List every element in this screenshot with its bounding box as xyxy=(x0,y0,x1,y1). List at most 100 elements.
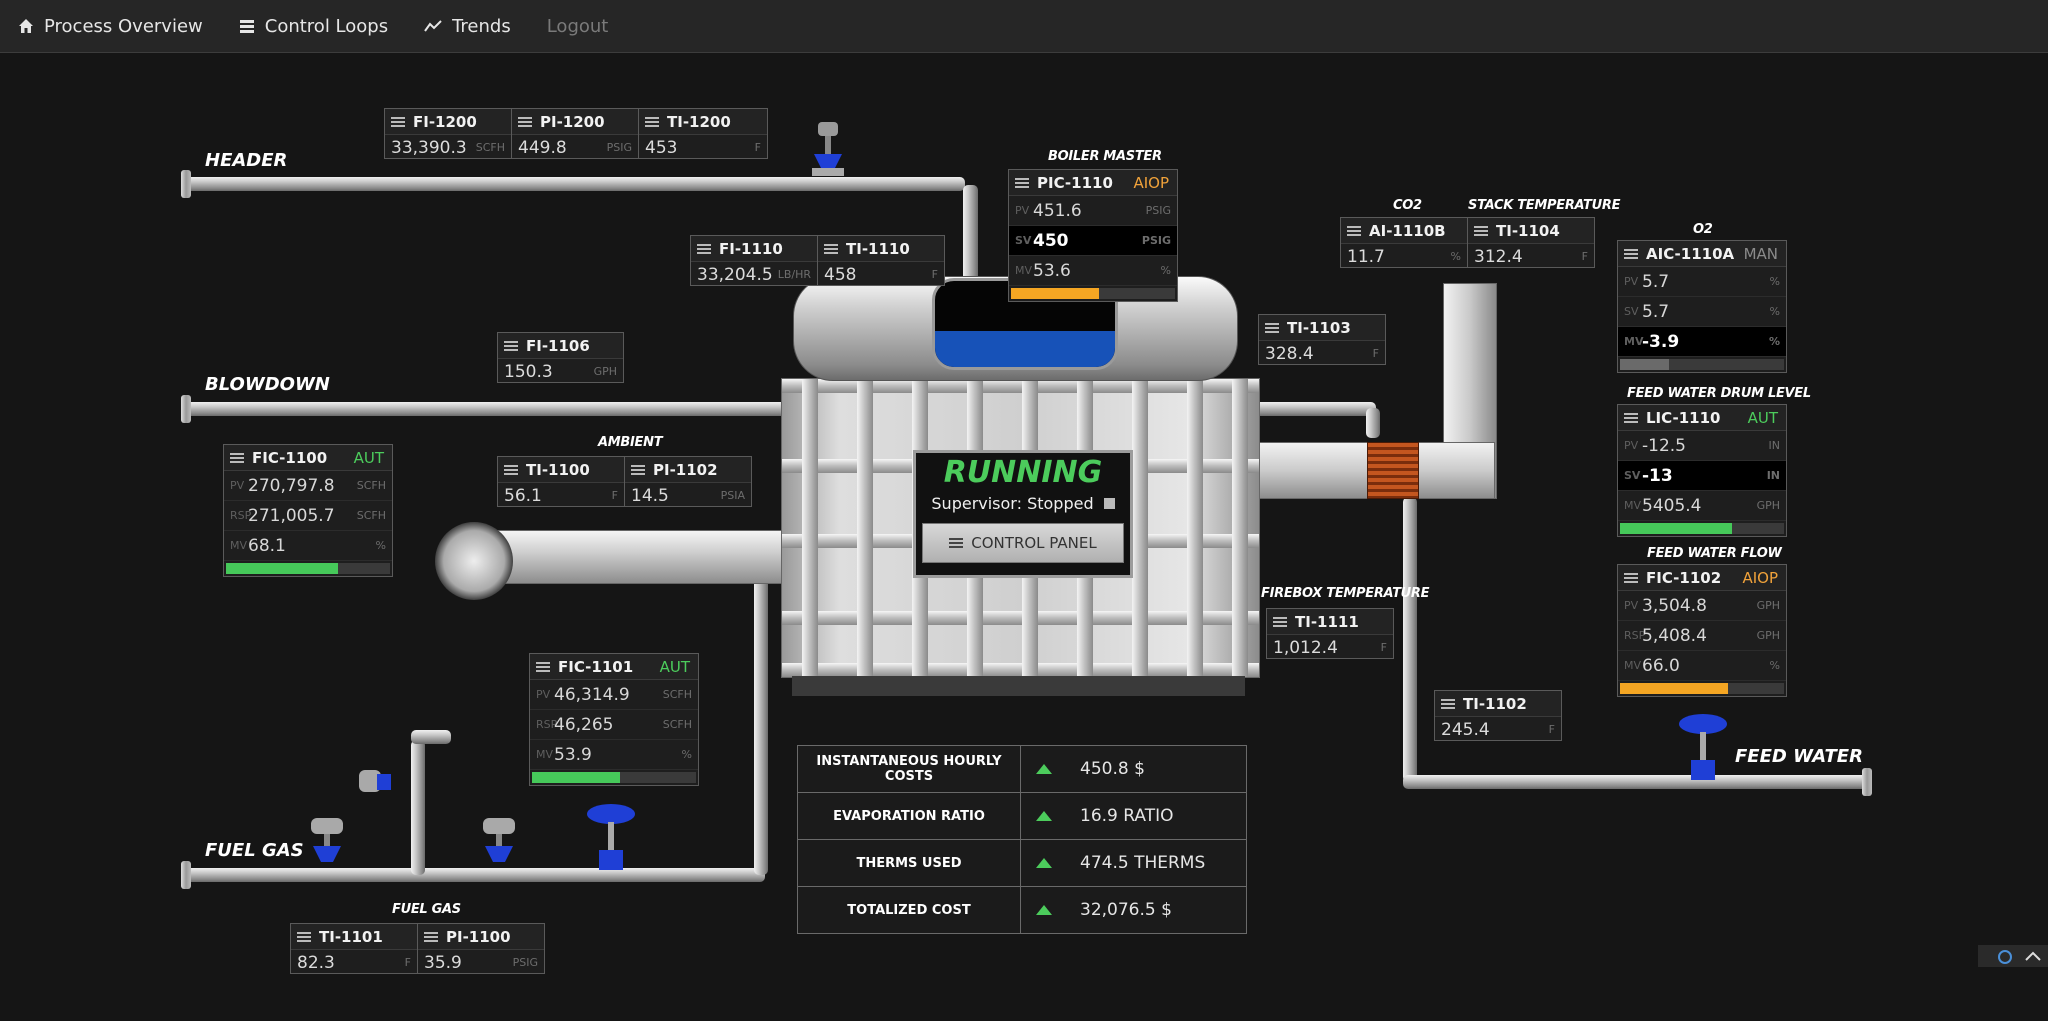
blower-fan xyxy=(435,522,513,600)
nav-control-loops[interactable]: Control Loops xyxy=(239,16,388,37)
menu-icon xyxy=(424,931,438,942)
tag-name: AI-1110B xyxy=(1369,221,1446,240)
mv-value: 68.1 xyxy=(248,535,286,556)
furnace-rib xyxy=(802,379,818,677)
tag-value: 150.3 xyxy=(504,361,553,382)
tag-value: 35.9 xyxy=(424,952,462,973)
cost-row: THERMS USED 474.5 THERMS xyxy=(797,839,1247,887)
tag-name: FI-1110 xyxy=(719,239,783,258)
tag-unit: F xyxy=(1548,723,1555,736)
tag-ai-1110b[interactable]: AI-1110B 11.7% xyxy=(1340,217,1468,268)
menu-icon xyxy=(1347,225,1361,236)
furnace-rib xyxy=(1232,379,1248,677)
cost-value-cell: 16.9 RATIO xyxy=(1020,792,1247,840)
pv-unit: SCFH xyxy=(356,479,386,492)
furnace-rib xyxy=(1132,379,1148,677)
tag-unit: F xyxy=(931,268,938,281)
tag-name: TI-1110 xyxy=(846,239,910,258)
controller-mode: AUT xyxy=(659,657,690,676)
controller-mode: AUT xyxy=(353,448,384,467)
heat-exchanger xyxy=(1367,442,1419,499)
ambient-caption: AMBIENT xyxy=(598,435,663,450)
cost-label: EVAPORATION RATIO xyxy=(797,792,1021,840)
running-status: RUNNING xyxy=(943,455,1103,490)
cost-value: 474.5 THERMS xyxy=(1080,853,1206,873)
nav-label: Control Loops xyxy=(264,15,389,37)
tag-name: TI-1200 xyxy=(667,112,731,131)
process-canvas: HEADER BLOWDOWN FUEL GAS FEED WATER BOIL… xyxy=(181,108,2048,974)
tag-value: 33,204.5 xyxy=(697,264,773,285)
tag-value: 449.8 xyxy=(518,137,567,158)
sp-value[interactable]: -13 xyxy=(1642,465,1673,486)
tag-value: 328.4 xyxy=(1265,343,1314,364)
tag-value: 458 xyxy=(824,264,857,285)
blowdown-pipe xyxy=(185,402,805,416)
menu-icon xyxy=(504,464,518,475)
sp-value: 5.7 xyxy=(1642,301,1670,322)
fuel-gas-label: FUEL GAS xyxy=(205,840,304,861)
corner-controls[interactable] xyxy=(1978,945,2048,967)
mv-label: MV xyxy=(1624,499,1642,512)
controller-name: LIC-1110 xyxy=(1646,408,1721,427)
sp-value: 5,408.4 xyxy=(1642,625,1707,646)
cost-value-cell: 32,076.5 $ xyxy=(1020,886,1247,934)
controller-name: FIC-1101 xyxy=(558,657,634,676)
mv-value[interactable]: -3.9 xyxy=(1642,331,1680,352)
menu-icon xyxy=(824,243,838,254)
controller-name: AIC-1110A xyxy=(1646,244,1735,263)
tag-ti-1110[interactable]: TI-1110 458 F xyxy=(817,235,945,286)
control-panel-button[interactable]: CONTROL PANEL xyxy=(922,523,1124,563)
nav-trends[interactable]: Trends xyxy=(424,16,511,37)
sp-value[interactable]: 450 xyxy=(1033,230,1069,251)
tag-unit: F xyxy=(404,956,411,969)
tag-unit: F xyxy=(1372,347,1379,360)
nav-logout[interactable]: Logout xyxy=(547,16,609,37)
sp-label: SV xyxy=(1624,305,1639,318)
top-nav: Process Overview Control Loops Trends Lo… xyxy=(0,0,2048,53)
tag-unit: PSIA xyxy=(720,489,745,502)
boiler-master-caption: BOILER MASTER xyxy=(1048,149,1162,164)
tag-name: TI-1111 xyxy=(1295,612,1359,631)
sp-label: SV xyxy=(1015,234,1032,247)
pv-unit: % xyxy=(1769,275,1780,288)
supervisor-indicator-icon xyxy=(1103,498,1115,509)
sp-unit: SCFH xyxy=(662,718,692,731)
output-bar xyxy=(1620,683,1784,694)
nav-label: Trends xyxy=(452,15,511,37)
tag-value: 11.7 xyxy=(1347,246,1385,267)
tag-value: 14.5 xyxy=(631,485,669,506)
pv-value: 270,797.8 xyxy=(248,475,335,496)
mv-unit: % xyxy=(1769,659,1780,672)
nav-process-overview[interactable]: Process Overview xyxy=(18,16,203,37)
fuel-valve-3-icon xyxy=(483,818,515,862)
mv-unit: % xyxy=(375,539,386,552)
sp-unit: PSIG xyxy=(1141,234,1171,247)
trend-up-icon xyxy=(1036,811,1052,821)
output-bar xyxy=(226,563,390,574)
header-pipe xyxy=(185,177,965,191)
tag-value: 56.1 xyxy=(504,485,542,506)
sp-label: RSP xyxy=(536,718,558,731)
cost-value: 32,076.5 $ xyxy=(1080,900,1172,920)
pv-value: 3,504.8 xyxy=(1642,595,1707,616)
menu-icon xyxy=(1624,572,1638,583)
